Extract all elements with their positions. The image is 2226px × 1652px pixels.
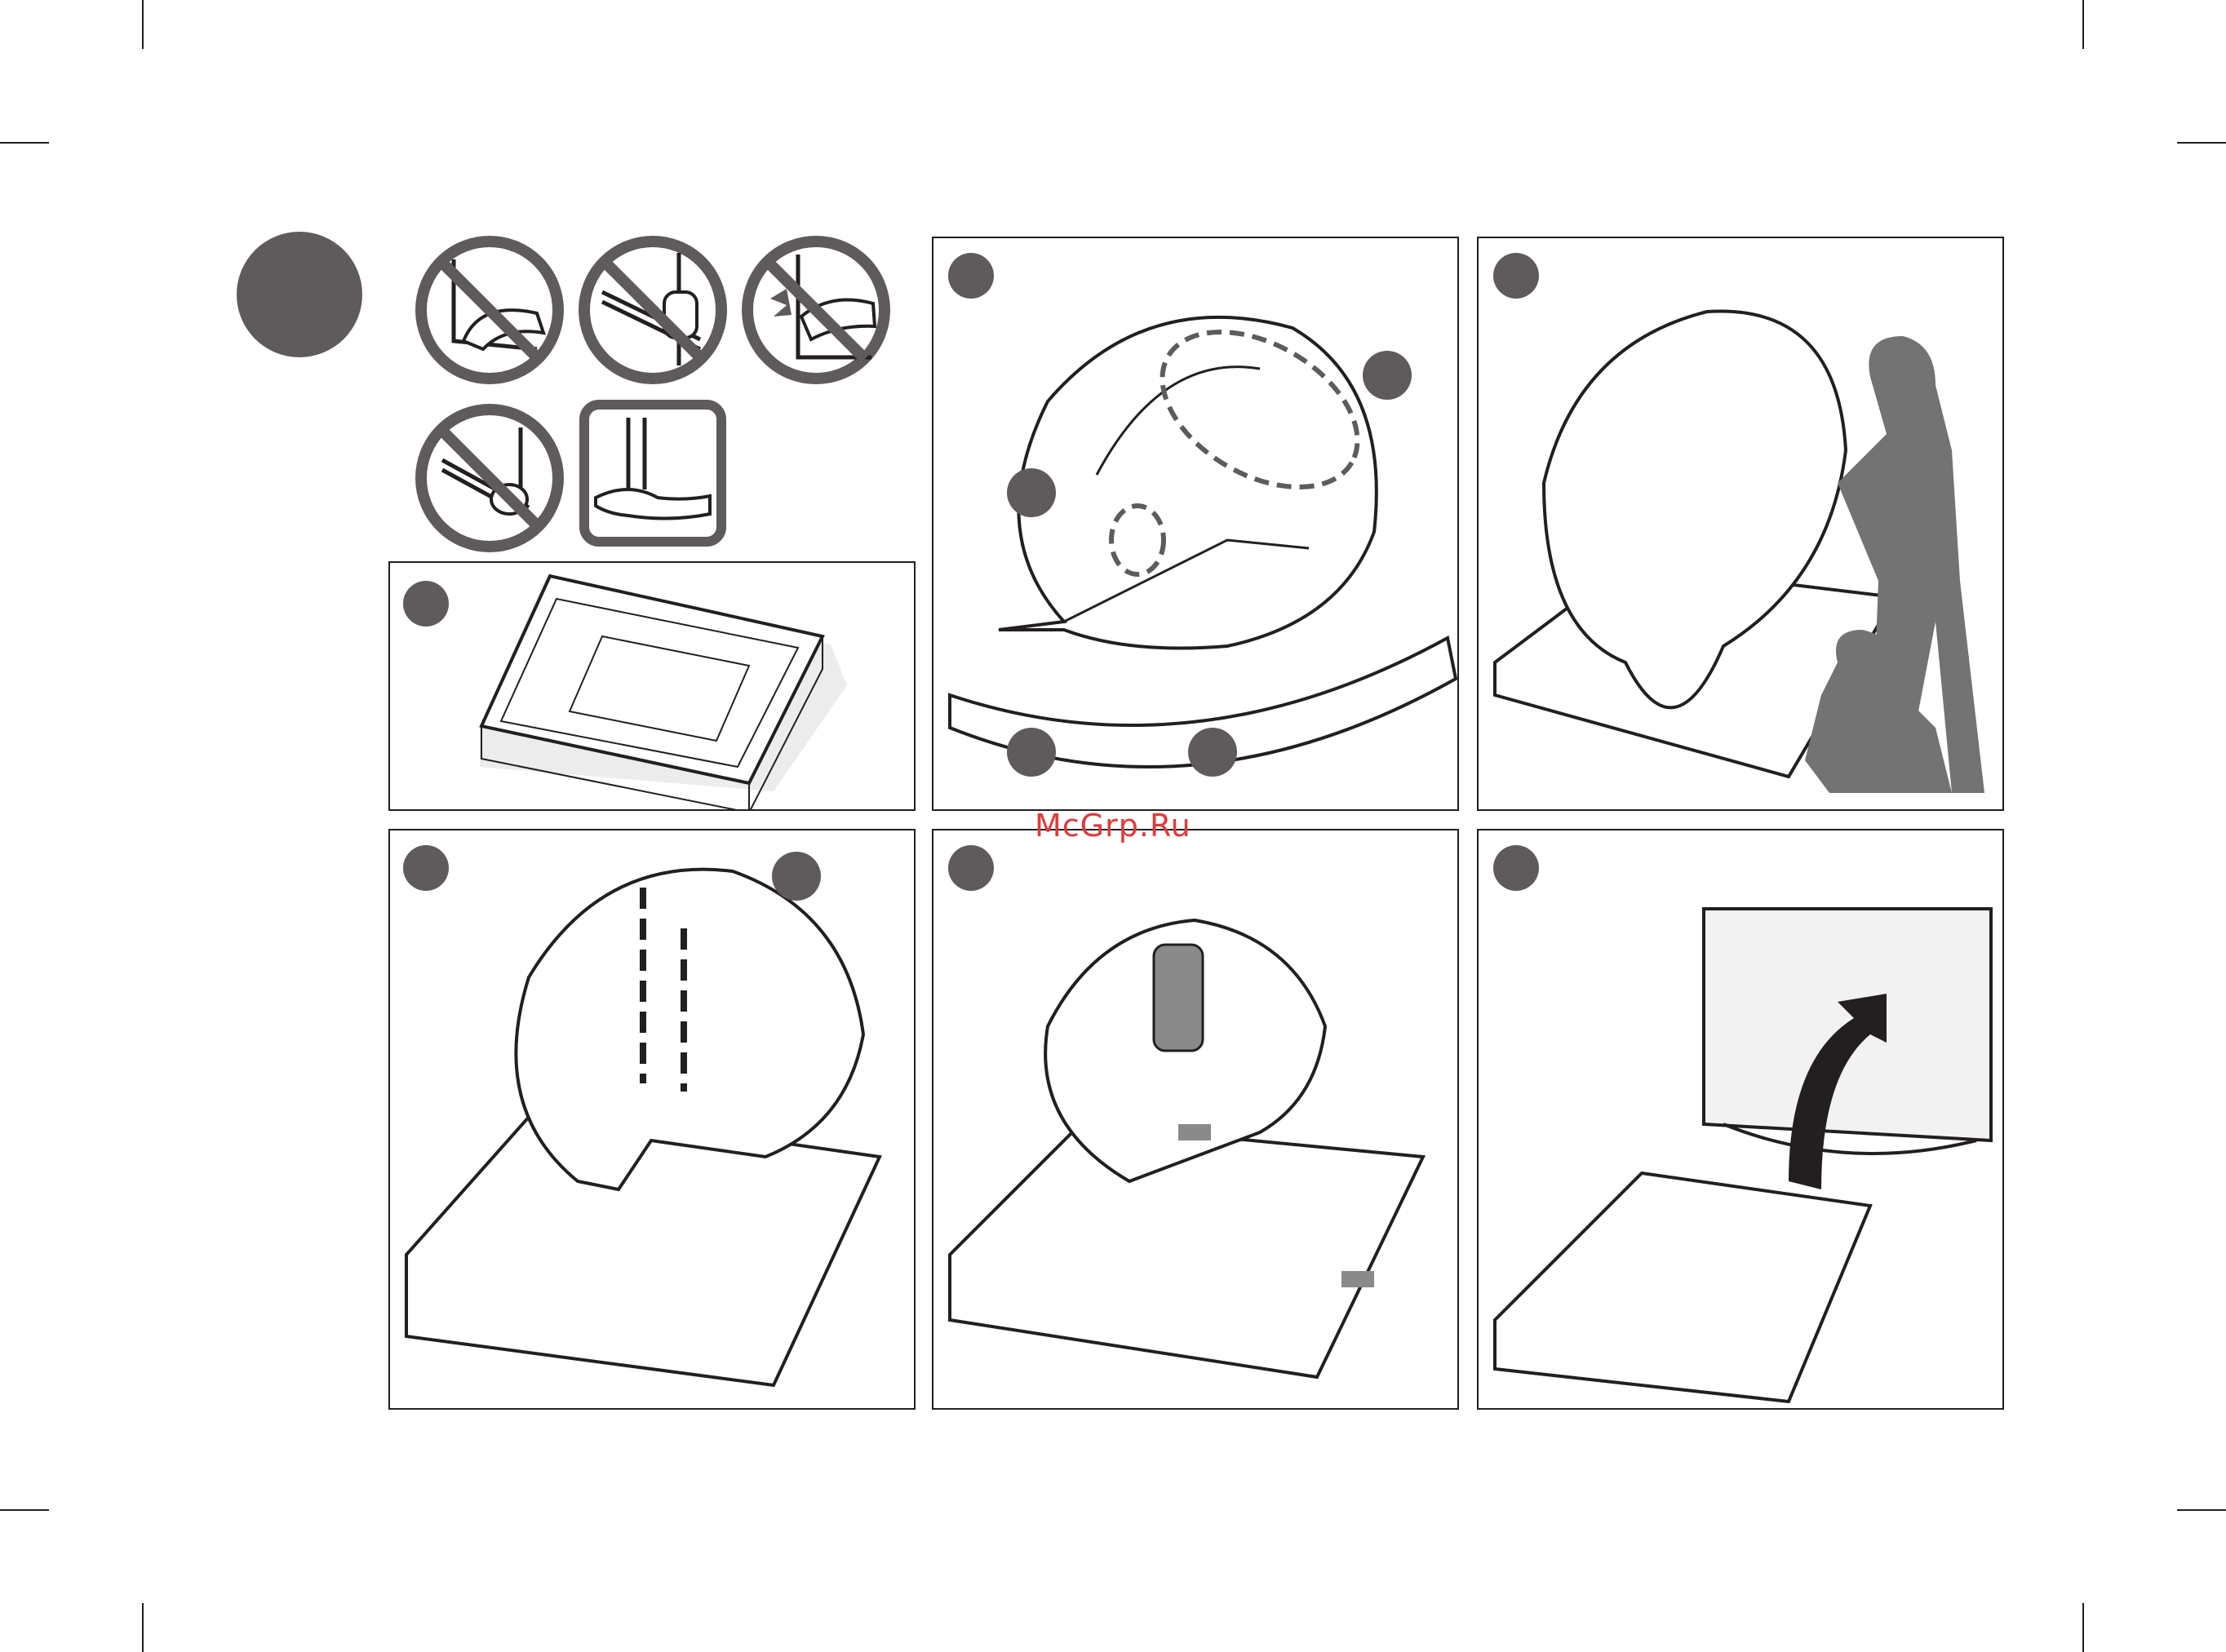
no-press-screen-icon — [741, 235, 891, 385]
no-grip-screen-edge-icon — [415, 235, 565, 385]
crop-mark — [142, 0, 144, 49]
tv-facedown-on-cushion-icon — [390, 563, 916, 811]
attach-cover-callout-icon — [933, 830, 1459, 1410]
step-attach-stand-two-people — [1477, 237, 2004, 811]
no-grip-corner-icon — [415, 403, 565, 553]
section-badge — [237, 232, 362, 357]
no-pinch-bezel-icon — [578, 235, 728, 385]
step-stand-tv-upright — [1477, 829, 2004, 1410]
crop-mark — [142, 1603, 144, 1652]
crop-mark — [0, 1509, 49, 1511]
fasten-screws-callout-icon — [390, 830, 916, 1410]
watermark: McGrp.Ru — [1035, 808, 1191, 844]
step-lay-tv-facedown — [388, 561, 916, 811]
crop-mark — [2082, 0, 2084, 49]
crop-mark — [2177, 1509, 2226, 1511]
lift-tv-upright-icon — [1479, 830, 2004, 1410]
stand-screws-callout-icon — [933, 238, 1459, 811]
step-fasten-stand-screws — [388, 829, 916, 1410]
step-assemble-stand-screws — [932, 237, 1459, 811]
step-attach-covers — [932, 829, 1459, 1410]
crop-mark — [2177, 142, 2226, 144]
two-people-attach-stand-icon — [1479, 238, 2004, 811]
crop-mark — [2082, 1603, 2084, 1652]
hold-bottom-correct-icon — [579, 400, 726, 547]
crop-mark — [0, 142, 49, 144]
